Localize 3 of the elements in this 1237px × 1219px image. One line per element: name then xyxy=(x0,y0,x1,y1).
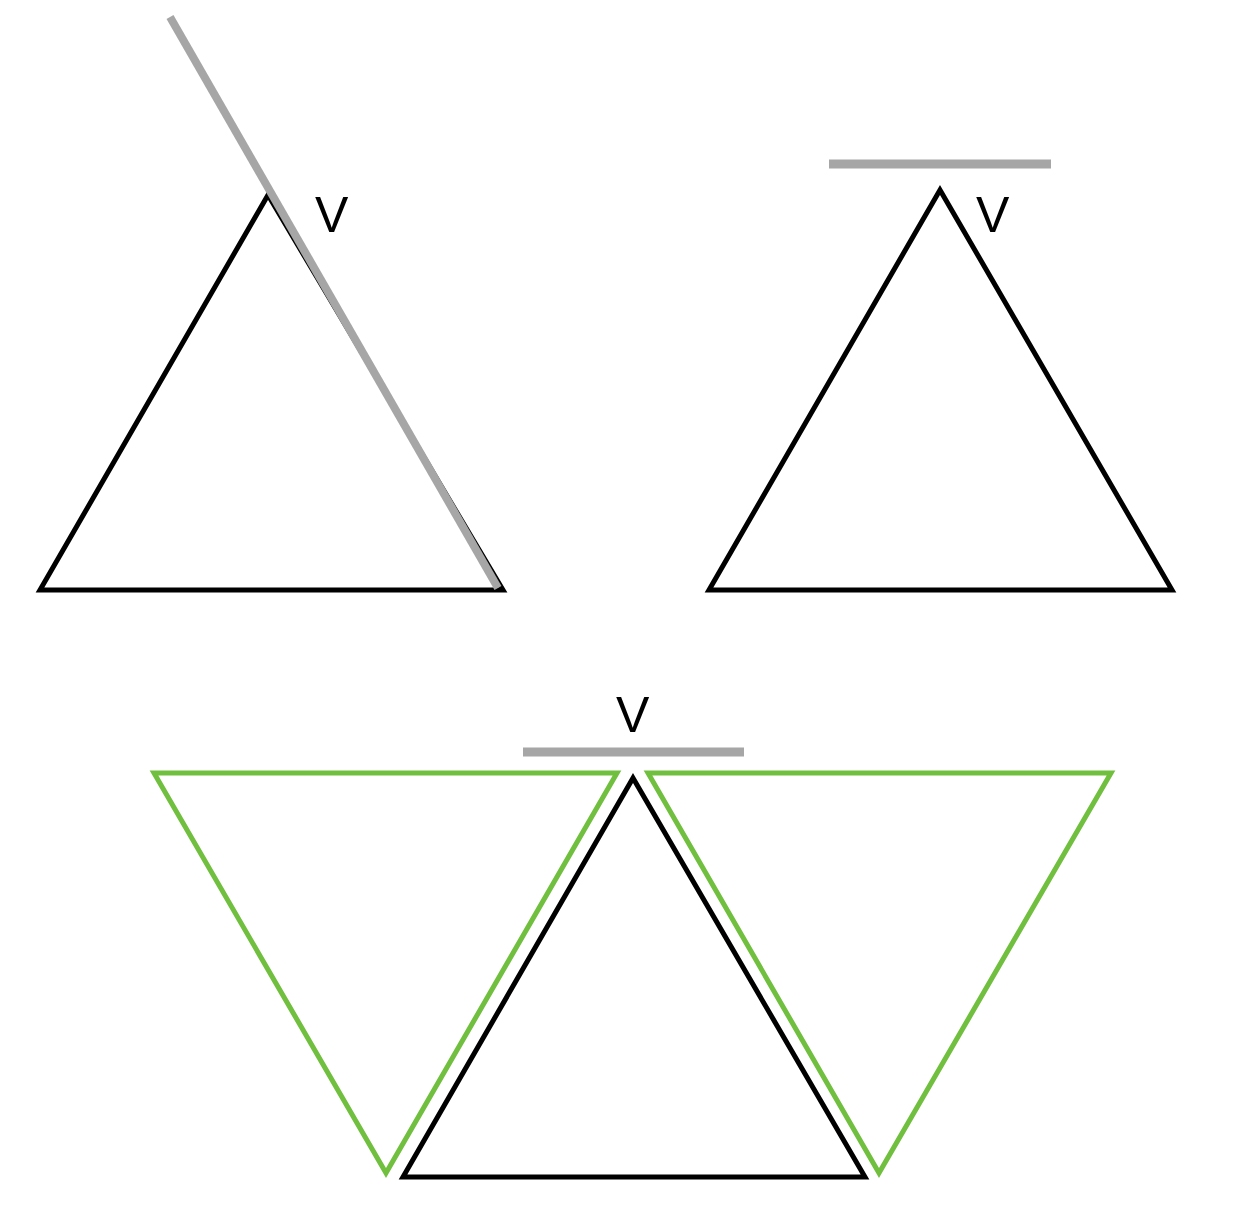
vertex-label: V xyxy=(315,190,349,240)
vertex-label: V xyxy=(976,190,1010,240)
vertex-label: V xyxy=(616,690,650,740)
